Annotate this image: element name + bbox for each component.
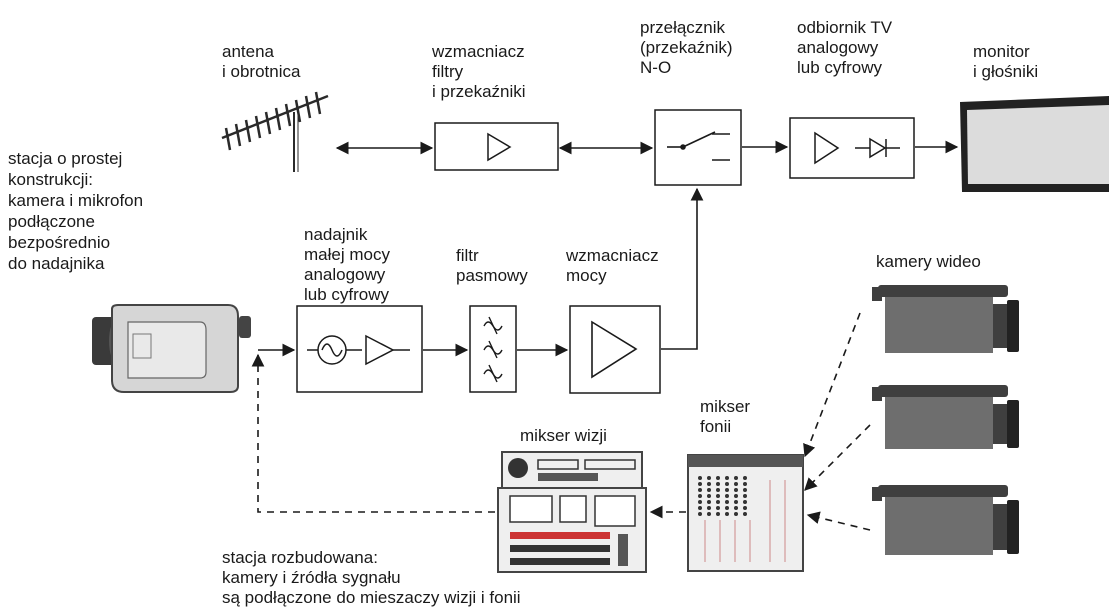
video-cameras-label: kamery wideo xyxy=(876,252,981,271)
sine-oscillator-icon xyxy=(307,335,362,365)
video-mixer-icon xyxy=(497,451,647,573)
switch-icon xyxy=(667,131,730,161)
video-camera-icon xyxy=(872,485,1019,555)
audio-mixer-icon xyxy=(687,454,804,572)
video-camera-icon xyxy=(872,385,1019,449)
video-mixer-label: mikser wizji xyxy=(520,426,607,445)
video-camera-icon xyxy=(872,285,1019,353)
amplifier-triangle-icon xyxy=(365,334,395,366)
power-amplifier-box xyxy=(569,305,661,394)
amplifier-triangle-icon xyxy=(814,131,840,165)
bandpass-filter-icon xyxy=(483,316,503,383)
antenna-label: antena i obrotnica xyxy=(222,42,301,81)
power-amp-label: wzmacniacz mocy xyxy=(566,246,659,285)
bandpass-filter-box xyxy=(469,305,517,393)
diode-icon xyxy=(855,137,900,159)
amplifier-triangle-icon xyxy=(591,320,638,379)
yagi-antenna-icon xyxy=(221,91,329,172)
bandpass-filter-label: filtr pasmowy xyxy=(456,246,528,285)
amplifier-filters-label: wzmacniacz filtry i przekaźniki xyxy=(432,42,526,101)
switch-label: przełącznik (przekaźnik) N-O xyxy=(640,18,733,77)
extended-station-label: stacja rozbudowana: kamery i źródła sygn… xyxy=(222,548,521,607)
low-power-transmitter-box xyxy=(296,305,423,393)
amplifier-filter-box xyxy=(434,122,559,171)
camcorder-icon xyxy=(92,304,251,393)
monitor-label: monitor i głośniki xyxy=(973,42,1039,81)
simple-station-label: stacja o prostej konstrukcji: kamera i m… xyxy=(8,149,144,273)
monitor-icon xyxy=(960,96,1109,192)
tv-receiver-label: odbiornik TV analogowy lub cyfrowy xyxy=(797,18,893,77)
amplifier-triangle-icon xyxy=(487,132,512,162)
audio-mixer-label: mikser fonii xyxy=(700,397,751,436)
tv-receiver-box xyxy=(789,117,915,179)
low-power-tx-label: nadajnik małej mocy analogowy lub cyfrow… xyxy=(304,225,390,304)
switch-box xyxy=(654,109,742,186)
